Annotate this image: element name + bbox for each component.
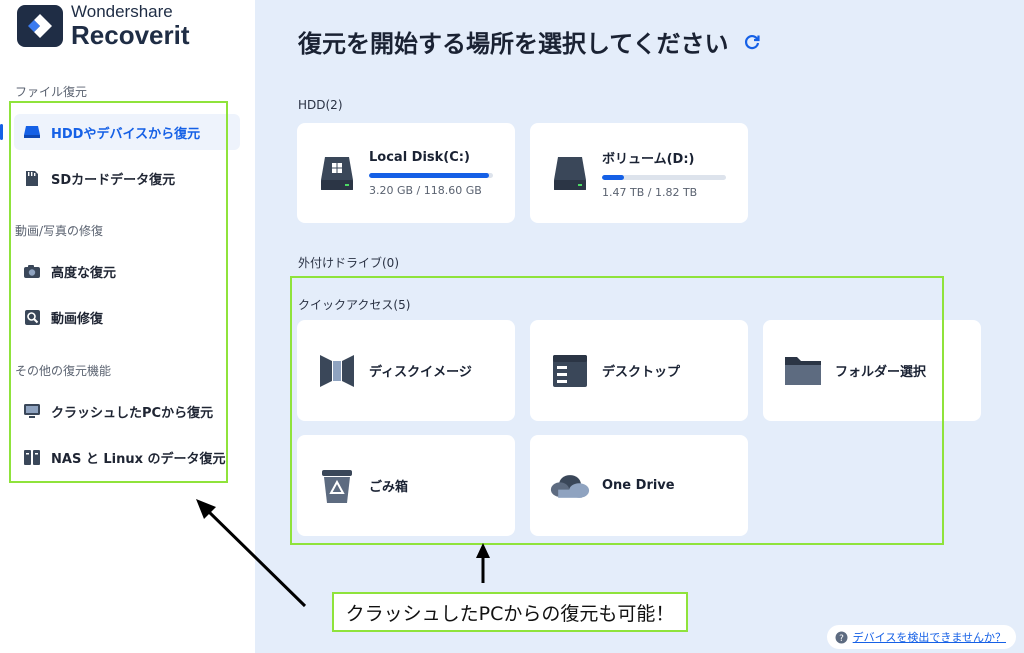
quick-item-label: ディスクイメージ: [369, 365, 472, 380]
recoverit-logo-icon: [17, 4, 63, 47]
sidebar-item-sd-card[interactable]: SDカードデータ復元: [14, 160, 240, 196]
quick-item-trash[interactable]: ごみ箱: [297, 435, 515, 536]
annotation-arrowhead-quick-access: [476, 543, 490, 558]
section-title-media-repair: 動画/写真の修復: [15, 224, 104, 238]
camera-icon: [22, 261, 42, 281]
disk-usage-fill: [602, 174, 625, 180]
section-title-file-recovery: ファイル復元: [15, 85, 88, 99]
quick-item-disk-image[interactable]: ディスクイメージ: [297, 320, 515, 421]
sidebar-item-label: NAS と Linux のデータ復元: [51, 451, 226, 467]
sidebar-item-nas-linux[interactable]: NAS と Linux のデータ復元: [14, 439, 240, 475]
disk-card-d[interactable]: ボリューム(D:) 1.47 TB / 1.82 TB: [530, 123, 748, 223]
disk-card-c[interactable]: Local Disk(C:) 3.20 GB / 118.60 GB: [297, 123, 515, 223]
disk-size: 1.47 TB / 1.82 TB: [602, 185, 698, 199]
quick-item-label: ごみ箱: [369, 480, 409, 495]
sidebar: Wondershare Recoverit ファイル復元 HDDやデバイスから復…: [0, 0, 255, 653]
annotation-caption: クラッシュしたPCからの復元も可能！: [332, 592, 688, 632]
quick-item-onedrive[interactable]: One Drive: [530, 435, 748, 536]
disk-size: 3.20 GB / 118.60 GB: [369, 183, 482, 197]
product-name: Recoverit: [71, 20, 190, 50]
section-title-other: その他の復元機能: [15, 364, 112, 378]
quick-item-label: デスクトップ: [602, 365, 681, 380]
quick-item-label: One Drive: [602, 478, 675, 493]
monitor-icon: [22, 401, 42, 421]
disk-name: Local Disk(C:): [369, 149, 470, 165]
refresh-icon[interactable]: [743, 33, 761, 51]
svg-text:?: ?: [839, 634, 844, 644]
sidebar-item-crashed-pc[interactable]: クラッシュしたPCから復元: [14, 393, 240, 429]
desktop-icon: [550, 351, 590, 391]
trash-icon: [317, 466, 357, 506]
app-logo: Wondershare Recoverit: [17, 3, 190, 48]
annotation-arrowhead-sidebar: [196, 499, 216, 519]
disk-usage-bar: [369, 172, 493, 178]
sidebar-item-video-repair[interactable]: 動画修復: [14, 299, 240, 335]
quick-item-label: フォルダー選択: [835, 365, 927, 380]
page-title: 復元を開始する場所を選択してください: [298, 24, 761, 59]
help-link-text: デバイスを検出できませんか？: [852, 631, 1006, 644]
hdd-icon: [22, 122, 42, 142]
quick-item-desktop[interactable]: デスクトップ: [530, 320, 748, 421]
sidebar-item-label: SDカードデータ復元: [51, 172, 176, 188]
disk-name: ボリューム(D:): [602, 151, 695, 167]
annotation-arrow-sidebar: [203, 506, 307, 608]
sidebar-item-advanced-recovery[interactable]: 高度な復元: [14, 253, 240, 289]
sidebar-item-hdd-recovery[interactable]: HDDやデバイスから復元: [0, 114, 240, 150]
device-not-detected-link[interactable]: ? デバイスを検出できませんか？: [826, 625, 1016, 649]
sidebar-item-label: クラッシュしたPCから復元: [51, 405, 214, 421]
external-drive-label: 外付けドライブ(0): [298, 256, 399, 270]
nas-icon: [22, 447, 42, 467]
sidebar-item-label: 動画修復: [51, 311, 104, 327]
folder-icon: [783, 351, 823, 391]
brand-name: Wondershare: [71, 2, 173, 21]
disk-usage-bar: [602, 174, 726, 180]
disk-icon: [550, 153, 590, 193]
onedrive-icon: [550, 466, 590, 506]
disk-usage-fill: [369, 172, 490, 178]
windows-disk-icon: [317, 153, 357, 193]
help-icon: ?: [835, 631, 848, 644]
sidebar-item-label: HDDやデバイスから復元: [51, 126, 201, 142]
quick-item-folder[interactable]: フォルダー選択: [763, 320, 981, 421]
sd-card-icon: [22, 168, 42, 188]
sidebar-item-label: 高度な復元: [51, 265, 117, 281]
active-indicator: [0, 124, 3, 140]
quick-access-label: クイックアクセス(5): [298, 298, 411, 312]
video-repair-icon: [22, 307, 42, 327]
disk-image-icon: [317, 351, 357, 391]
page-title-text: 復元を開始する場所を選択してください: [298, 30, 729, 58]
hdd-group-label: HDD(2): [298, 98, 343, 112]
